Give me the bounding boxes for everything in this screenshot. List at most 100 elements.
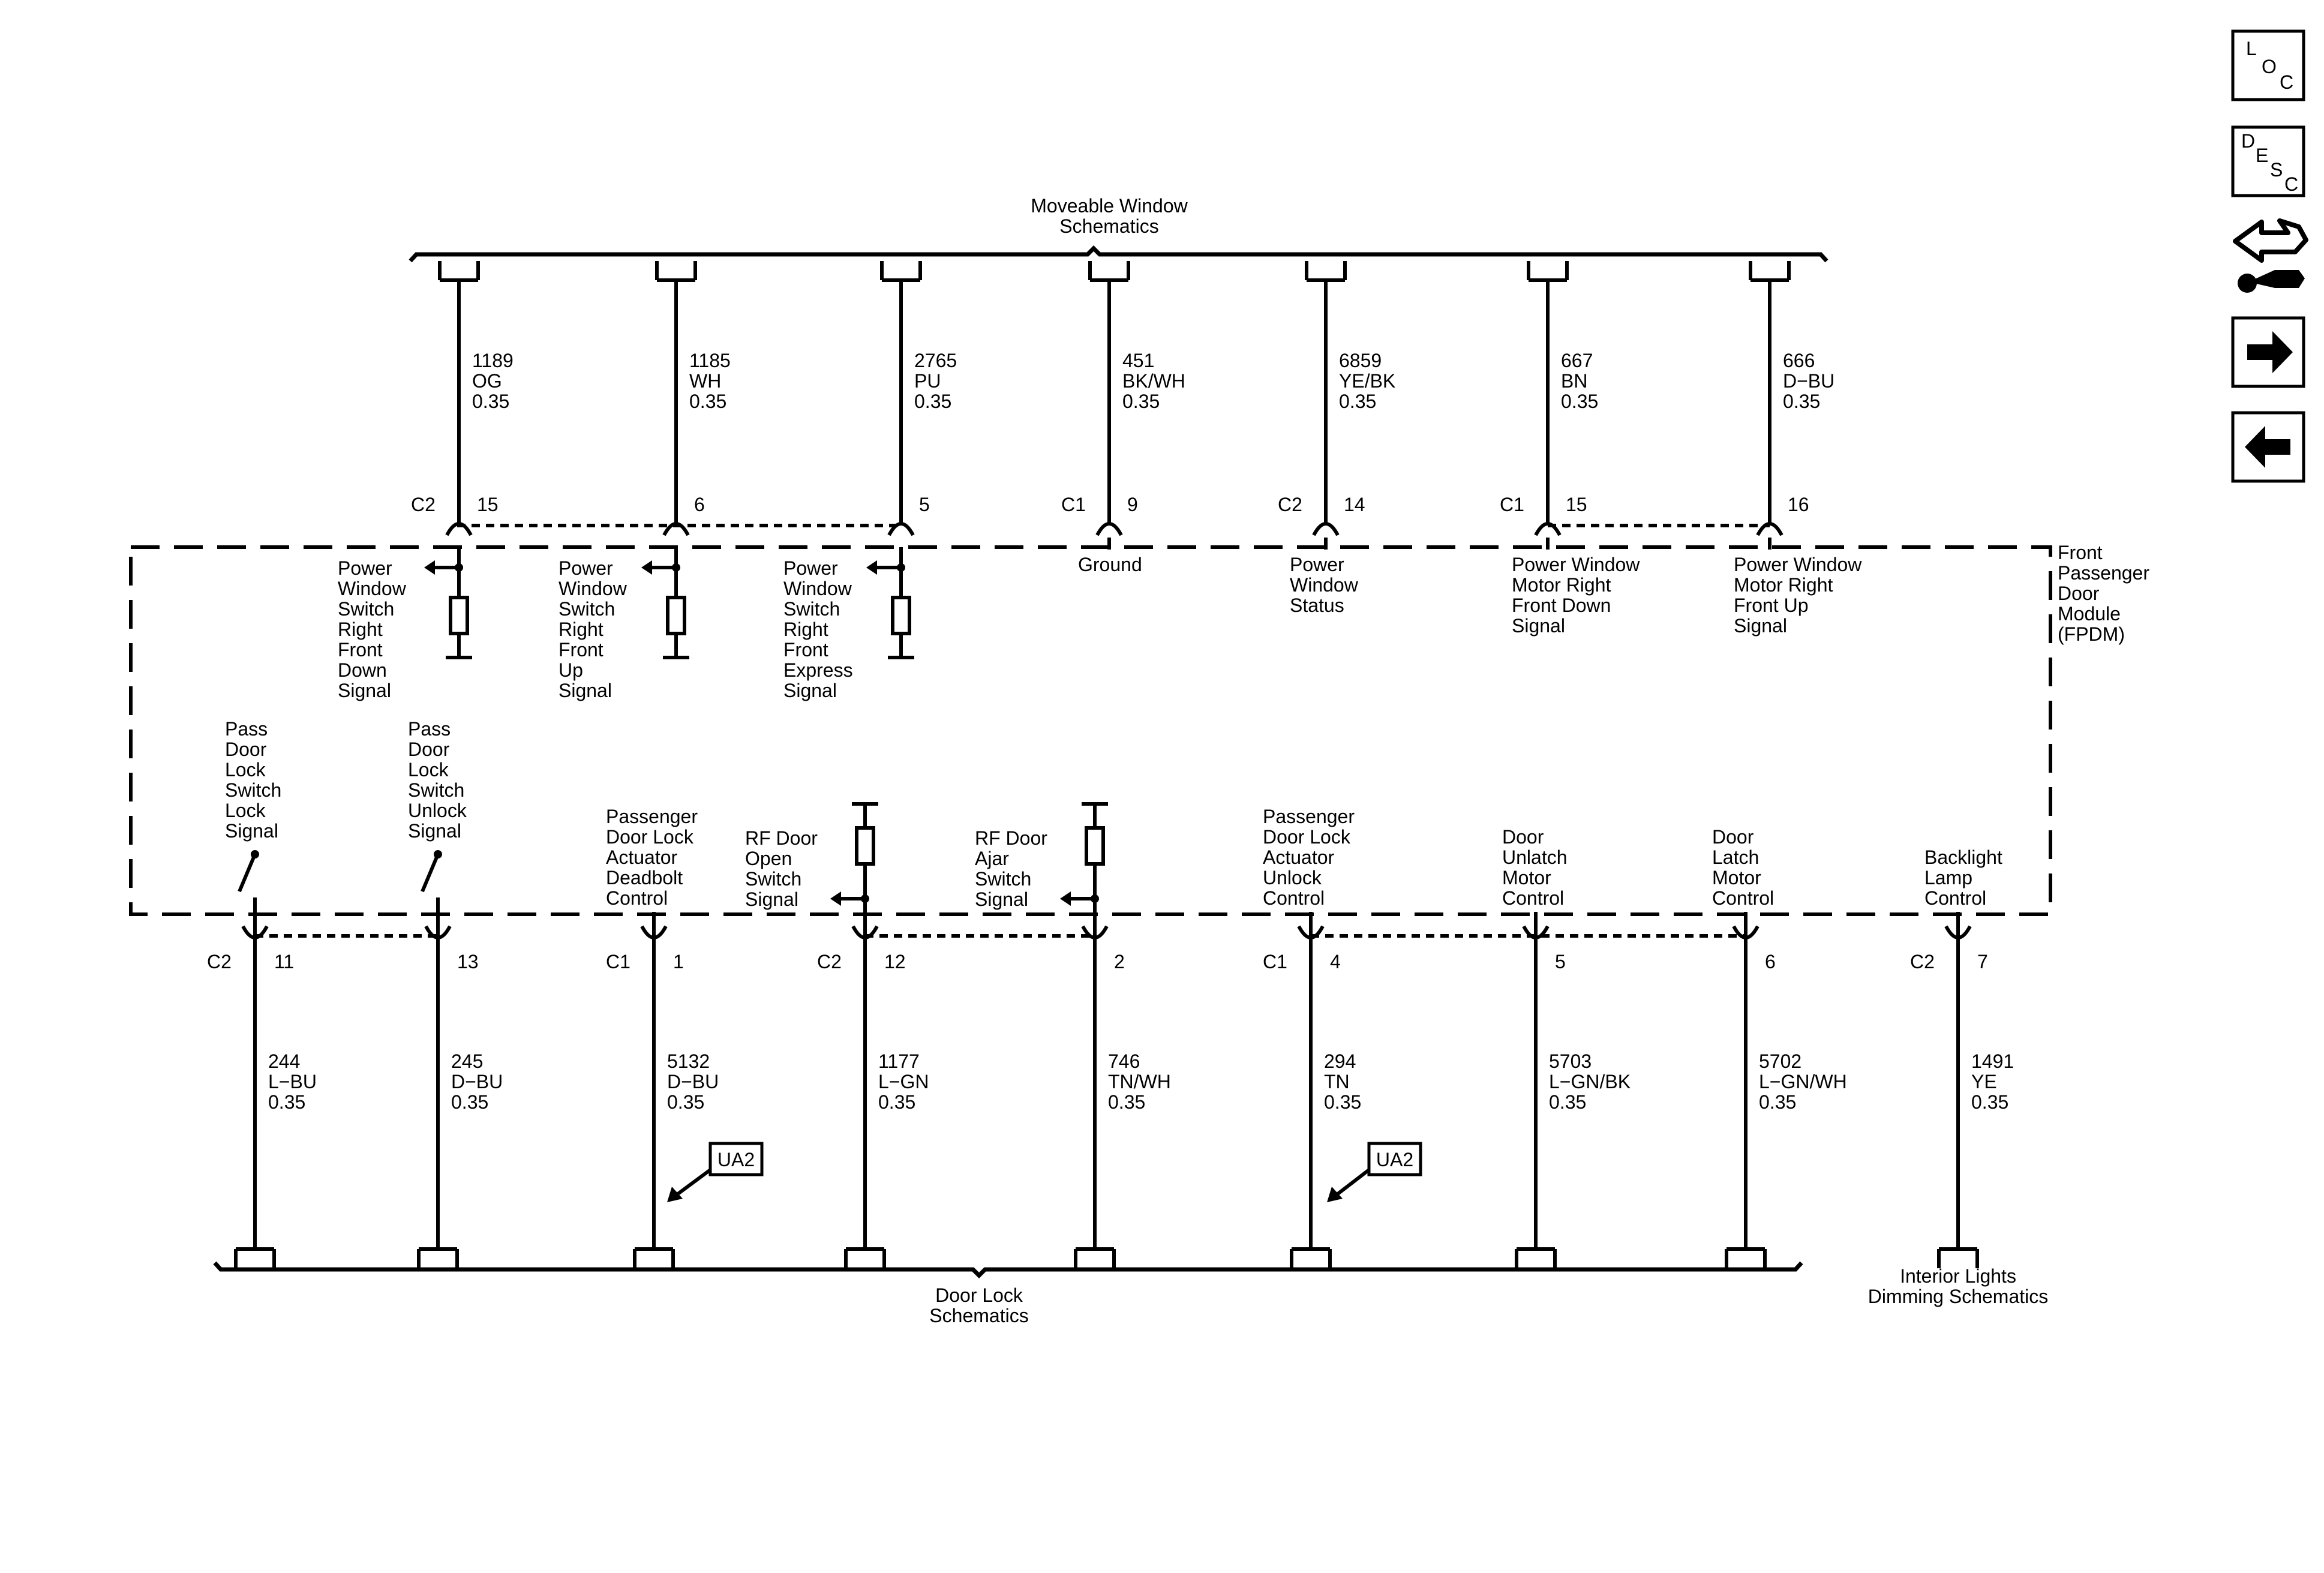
top-wire-6-circuit-text: 0.35 [1561,391,1598,412]
top-wire-2-circuit-text: 0.35 [689,391,726,412]
bottom-wire-9-pin-number: 7 [1977,951,1988,972]
top-wire-1-circuit-text: 0.35 [472,391,509,412]
top-wire-7-label: Motor Right [1734,574,1833,596]
top-wire-1-label: Front [338,639,383,661]
previous-arrow-button[interactable] [2231,411,2305,483]
svg-text:UA2: UA2 [1376,1149,1413,1170]
bottom-wire-1-circuit-text: 244 [268,1050,300,1072]
top-wire-2-circuit-text: WH [689,370,721,392]
bottom-wire-4-label: Signal [745,888,798,910]
bottom-wire-5-signal-arrow [1060,891,1071,906]
top-wire-3-signal-arrow [866,560,877,575]
svg-text:O: O [2262,56,2277,77]
interior-lights-title-1: Interior Lights [1900,1265,2016,1287]
top-wire-6-label: Motor Right [1512,574,1611,596]
bottom-wire-8-pin-number: 6 [1765,951,1776,972]
top-wire-4-connector-id: C1 [1061,494,1086,515]
bottom-wire-4-label: Switch [745,868,801,890]
top-wire-6-label: Front Down [1512,595,1611,616]
top-wire-4-circuit-text: BK/WH [1122,370,1185,392]
next-arrow-button[interactable] [2231,316,2305,388]
bottom-wire-4-circuit-text: 1177 [878,1050,920,1072]
top-wire-4-pin-number: 9 [1127,494,1138,515]
svg-text:Passenger: Passenger [2058,562,2149,584]
top-wire-7-circuit-text: 666 [1783,350,1815,371]
top-wire-1-label: Down [338,659,387,681]
bottom-wire-8-label: Motor [1712,867,1761,888]
top-wire-7-circuit-text: 0.35 [1783,391,1820,412]
top-wire-3-circuit-text: 2765 [914,350,957,371]
bottom-wire-8-circuit-text: L−GN/WH [1759,1071,1847,1092]
top-wire-2-label: Right [559,619,603,640]
bottom-wire-3-circuit-text: 0.35 [667,1091,704,1113]
bottom-wire-3-pin-number: 1 [673,951,684,972]
svg-text:C: C [2280,71,2293,93]
bottom-wire-1-switch-blade [238,853,257,893]
bottom-wire-3-label: Deadbolt [606,867,683,888]
top-wire-6-circuit-text: 667 [1561,350,1593,371]
bottom-wire-5-circuit-text: 746 [1108,1050,1140,1072]
top-harness-bracket [409,245,1828,263]
top-wire-1-harness-connector [438,261,480,282]
top-wire-3-harness-connector [880,261,922,282]
bottom-wire-4-circuit-text: 0.35 [878,1091,915,1113]
bottom-wire-1-label: Door [225,739,267,760]
top-wire-3-label: Switch [783,598,840,620]
svg-text:Module: Module [2058,603,2121,625]
bottom-wire-7-pin-number: 5 [1555,951,1566,972]
desc-button[interactable]: D E S C [2231,125,2305,197]
bottom-wire-2-circuit-text: D−BU [451,1071,503,1092]
top-wire-7-label: Power Window [1734,554,1862,575]
bottom-harness-title-1: Door Lock [935,1284,1023,1306]
top-wire-3-label: Signal [783,680,837,701]
top-wire-1-connector-id: C2 [411,494,436,515]
top-wire-1-label: Power [338,557,392,579]
top-wire-2-pin-number: 6 [694,494,705,515]
top-wire-2-label: Up [559,659,583,681]
bottom-wire-6-pin-number: 4 [1330,951,1341,972]
bottom-wire-1-connector-id: C2 [207,951,232,972]
bottom-wire-4-signal-arrow [830,891,841,906]
top-wire-1-circuit-text: 1189 [472,350,514,371]
top-wire-3-label: Window [783,578,852,599]
bottom-wire-4-connector-id: C2 [817,951,842,972]
bottom-wire-3-circuit-text: 5132 [667,1050,710,1072]
top-wire-6-connector-id: C1 [1500,494,1524,515]
top-wire-6-label: Signal [1512,615,1565,637]
bottom-wire-4-harness-connector [844,1247,886,1268]
top-wire-7-label: Front Up [1734,595,1808,616]
bottom-wire-3-label: Actuator [606,846,678,868]
bottom-wire-2-switch-blade [421,853,440,893]
bottom-wire-5-label: Switch [975,868,1031,890]
bottom-wire-6-label: Actuator [1263,846,1335,868]
repair-tools-icon[interactable] [2233,218,2308,293]
top-wire-2-harness-connector [655,261,697,282]
svg-text:L: L [2246,38,2257,59]
arrow-right-icon [2247,331,2293,373]
top-wire-3-label: Front [783,639,828,661]
top-wire-1-label: Window [338,578,407,599]
loc-button[interactable]: L O C [2231,29,2305,101]
bottom-wire-6-label: Passenger [1263,806,1355,827]
bottom-wire-1-circuit-text: L−BU [268,1071,317,1092]
top-wire-4-harness-connector [1088,261,1130,282]
top-wire-2-resistor [666,596,686,635]
bottom-wire-7-label: Unlatch [1502,846,1568,868]
ua2-reference-2: UA2 [1327,1142,1422,1202]
bottom-wire-2-circuit-text: 0.35 [451,1091,488,1113]
bottom-wire-4-pin-number: 12 [884,951,906,972]
bottom-wire-6-label: Door Lock [1263,826,1351,848]
top-wire-1-signal-arrow [424,560,435,575]
top-harness-title-1: Moveable Window [1031,195,1188,217]
module-label: Front Passenger Door Module (FPDM) [2058,542,2149,645]
bottom-wire-5-label: Ajar [975,848,1009,869]
top-wire-3-pin-number: 5 [919,494,930,515]
bottom-wire-1-harness-connector [234,1247,276,1268]
bottom-wire-2-pin-number: 13 [457,951,479,972]
top-wire-3-resistor [891,596,911,635]
bottom-wire-9-connector-id: C2 [1910,951,1935,972]
top-wire-2-circuit-text: 1185 [689,350,731,371]
top-wire-1-circuit-text: OG [472,370,502,392]
svg-text:Door: Door [2058,583,2100,604]
top-wire-1-resistor [449,596,469,635]
